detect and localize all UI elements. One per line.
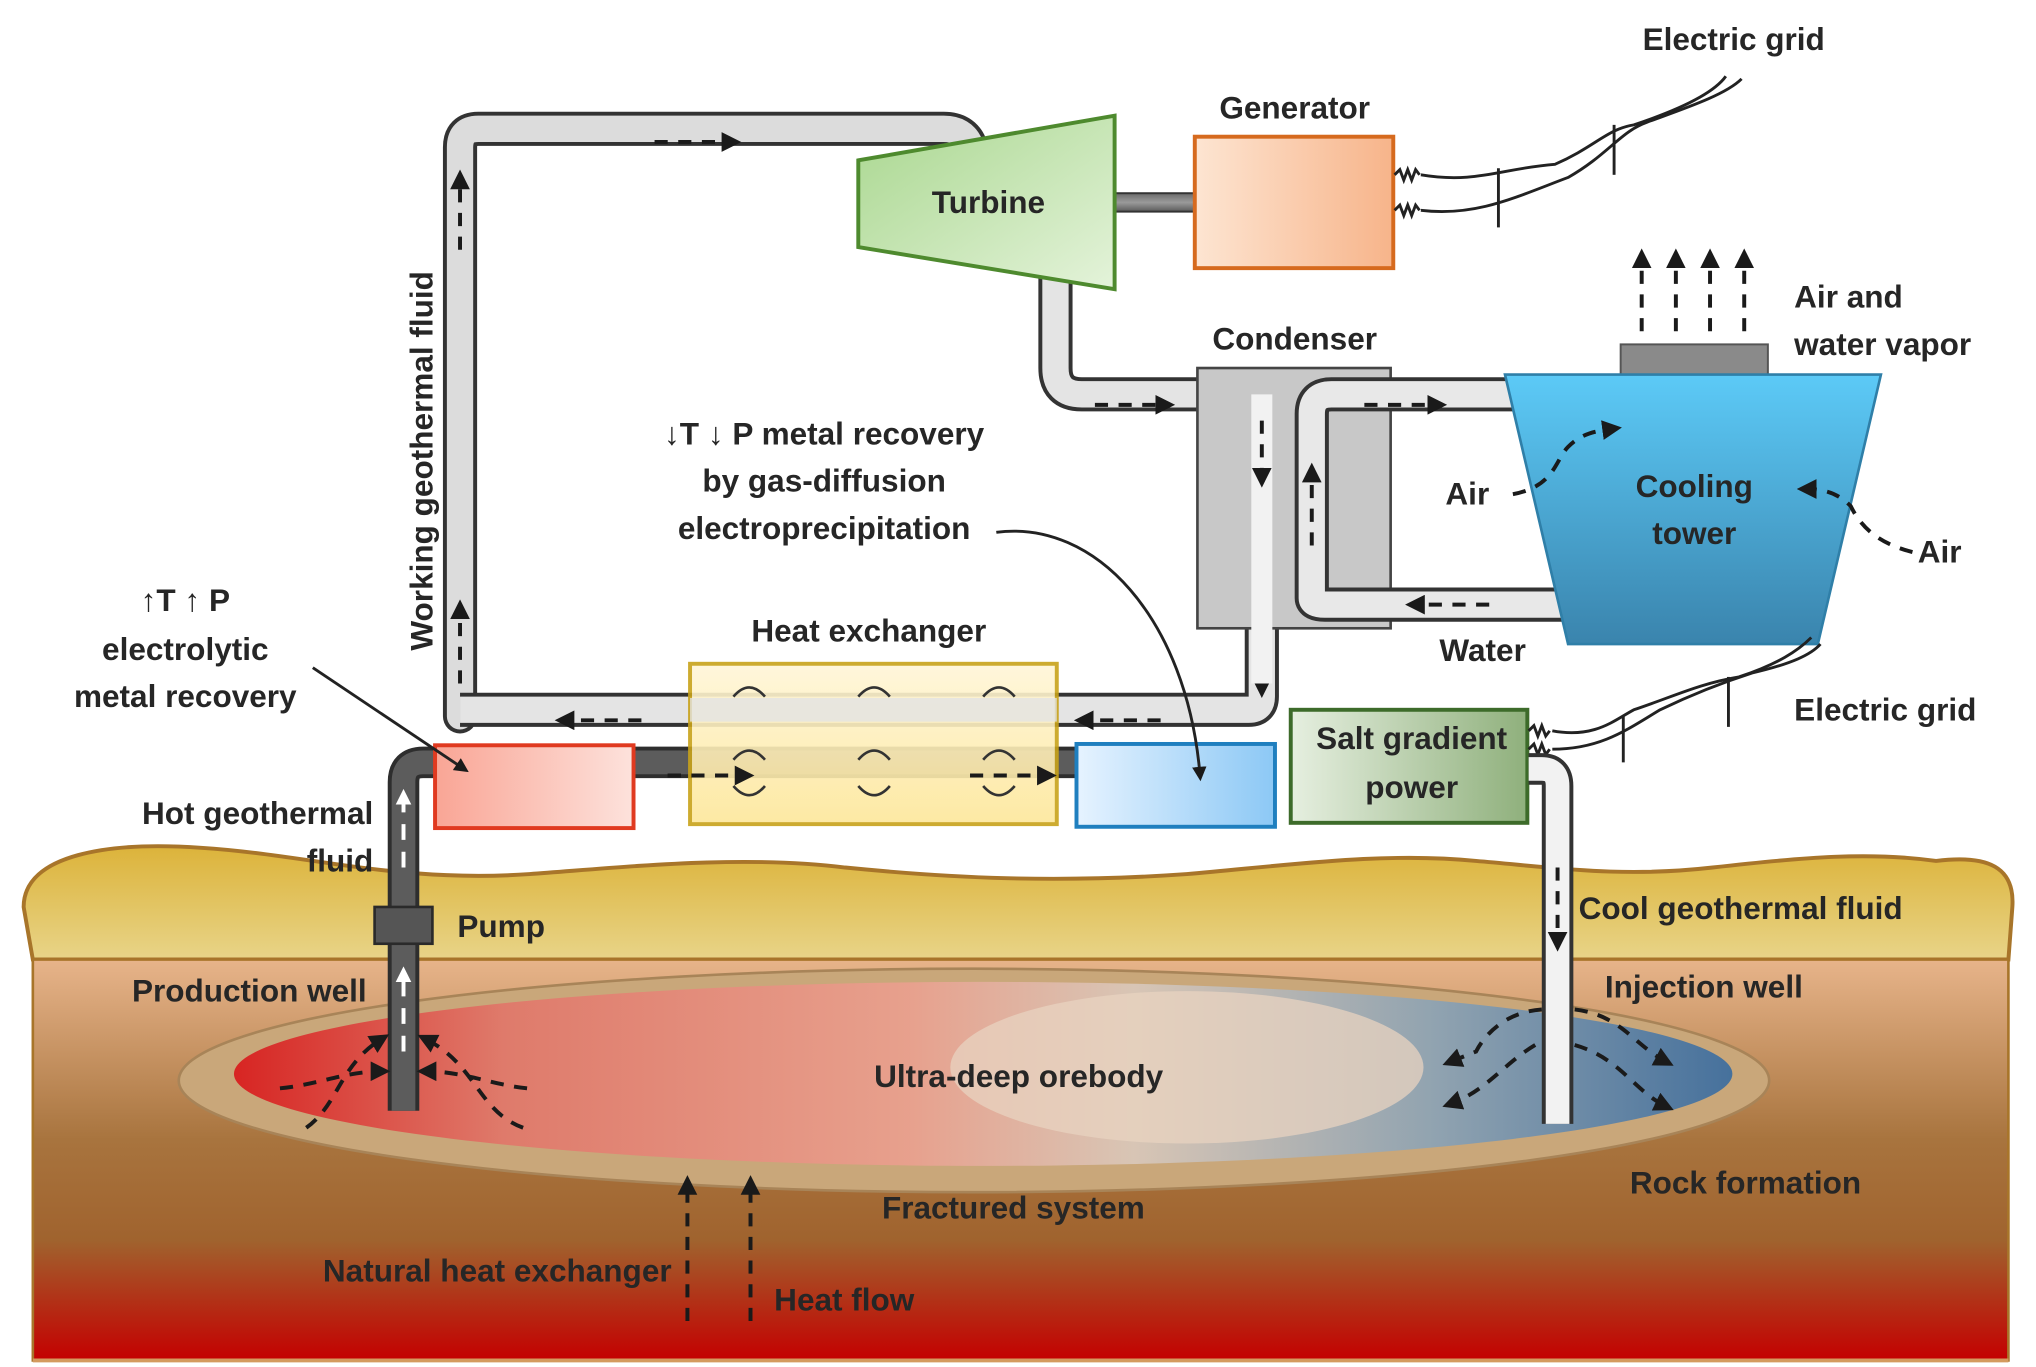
orebody-center [950,991,1424,1144]
condenser: Condenser [1196,321,1562,684]
soil-layer [21,844,2015,962]
air-right-label: Air [1918,534,1962,570]
gas-diffusion-unit-box [1074,741,1277,829]
turbine: Turbine [856,113,1199,292]
heat-flow-label: Heat flow [774,1281,915,1317]
electric-grid-top-label: Electric grid [1643,21,1825,57]
high-tp-label-1: ↑T ↑ P [141,582,230,618]
coil-icon [1527,721,1551,741]
electrolytic-unit-box [433,743,636,831]
orebody-label: Ultra-deep orebody [874,1058,1164,1094]
production-well-label: Production well [132,973,367,1009]
low-tp-label-2: by gas-diffusion [702,463,946,499]
air-in-arrow-right [1796,479,1913,554]
high-tp-label-3: metal recovery [74,678,297,714]
rock-formation-label: Rock formation [1630,1164,1861,1200]
injection-flow [1574,1007,1674,1066]
turbine-shaft [1112,192,1199,213]
working-fluid-label: Working geothermal fluid [403,271,439,651]
electrolytic-recovery-unit: ↑T ↑ P electrolytic metal recovery [74,582,636,831]
power-line [1420,75,1727,180]
generator-body [1192,134,1396,271]
injection-flow [1442,1043,1537,1110]
production-flow [279,1061,391,1091]
generator-label: Generator [1219,89,1370,125]
injection-well: Cool geothermal fluid Injection well [1442,753,1903,1124]
cooling-tower: Cooling tower Air and water vapor Air Ai… [1439,248,1971,668]
electric-grid-right: Electric grid [1552,636,1976,763]
callout-arrow [996,529,1207,782]
cooling-tower-label-2: tower [1652,515,1736,551]
production-well: Production well [132,973,528,1130]
production-flow [416,1061,528,1091]
power-line [1552,643,1822,751]
low-tp-label-1: ↓T ↓ P metal recovery [664,415,985,451]
turbine-body [856,113,1117,292]
turbine-label: Turbine [932,184,1045,220]
injection-flow [1574,1043,1674,1111]
heat-exchanger-body [688,661,1059,827]
low-tp-label-3: electroprecipitation [678,510,971,546]
injection-well-label: Injection well [1605,969,1803,1005]
fractured-system-label: Fractured system [882,1189,1145,1225]
air-left-label: Air [1445,476,1489,512]
air-vapor-label-1: Air and [1794,279,1903,315]
pump-label: Pump [457,908,545,944]
production-flow [305,1034,390,1130]
water-label: Water [1439,632,1525,668]
power-line [1420,77,1743,214]
vapor-arrows [1631,248,1755,332]
power-line [1552,636,1813,735]
orebody [177,967,1771,1194]
salt-gradient-power: Salt gradient power [1288,707,1551,825]
salt-gradient-box [1288,707,1530,825]
callout-arrow [312,666,469,773]
injection-flow [1442,1007,1542,1067]
pump [373,905,434,946]
gas-diffusion-unit: ↓T ↓ P metal recovery by gas-diffusion e… [664,415,1277,829]
coil-icon [1393,165,1421,185]
natural-heat-exchanger-label: Natural heat exchanger [323,1253,672,1289]
cooling-tower-body [1503,373,1883,646]
heat-exchanger-label: Heat exchanger [751,612,986,648]
salt-gradient-label-2: power [1365,769,1458,805]
high-tp-label-2: electrolytic [102,631,269,667]
electric-grid-top: Electric grid [1420,21,1825,228]
condenser-label: Condenser [1212,321,1377,357]
generator: Generator [1192,89,1421,271]
electric-grid-right-label: Electric grid [1794,691,1976,727]
air-vapor-label-2: water vapor [1793,326,1971,362]
coil-icon [1527,739,1551,759]
exchanger-bumps [732,686,1016,797]
cooling-tower-label-1: Cooling [1636,468,1753,504]
air-in-arrow-left [1512,420,1622,497]
hot-fluid-label-1: Hot geothermal [142,795,373,831]
heat-exchanger: Heat exchanger [667,612,1059,827]
salt-gradient-label-1: Salt gradient [1316,720,1507,756]
hot-fluid-label-2: fluid [307,842,374,878]
coil-icon [1393,200,1421,220]
cool-fluid-label: Cool geothermal fluid [1579,890,1903,926]
cooling-tower-fan [1619,343,1769,377]
